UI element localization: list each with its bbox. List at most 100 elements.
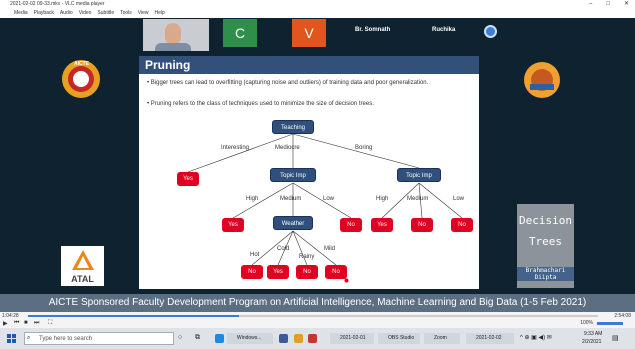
minimize-button[interactable]: –: [589, 1, 593, 7]
close-button[interactable]: ✕: [623, 1, 629, 7]
node-yes-3: Yes: [371, 218, 393, 232]
node-yes-1: Yes: [177, 172, 199, 186]
taskbar-app-1[interactable]: Windows...: [227, 333, 273, 344]
aicte-logo: [62, 60, 100, 98]
stop-icon[interactable]: ■: [24, 320, 28, 326]
edge-mild: Mild: [324, 246, 336, 252]
node-topic-imp-1: Topic Imp: [270, 168, 316, 182]
decision-trees-panel: Decision Trees Brahmachari Diipta: [517, 204, 574, 288]
edge-cold: Cold: [277, 246, 290, 252]
panel-line-1: Decision: [519, 214, 572, 227]
participant-c-tile: C: [223, 19, 257, 47]
notification-icon[interactable]: ▤: [612, 335, 619, 342]
ramakrishna-mission-logo: [524, 62, 560, 98]
edge-low-2: Low: [453, 196, 465, 202]
window-title: 2021-02-02 09-33.mkv - VLC media player: [10, 1, 105, 7]
taskbar-app-zoom[interactable]: Zoom: [424, 333, 460, 344]
prev-icon[interactable]: ⏮: [14, 320, 20, 326]
node-no-3: No: [451, 218, 473, 232]
system-tray-icons[interactable]: ^ ⊕ ▣ ◀) ✉: [520, 335, 552, 341]
seek-progress: [28, 315, 239, 317]
slide-title: Pruning: [139, 56, 479, 74]
node-weather: Weather: [273, 216, 313, 230]
edge-boring: Boring: [355, 145, 373, 151]
edge-low-1: Low: [323, 196, 335, 202]
menu-bar: Media Playback Audio Video Subtitle Tool…: [0, 8, 635, 18]
edge-rainy: Rainy: [299, 254, 315, 260]
menu-video[interactable]: Video: [78, 10, 92, 16]
word-icon[interactable]: [279, 334, 288, 343]
edge-mediocre: Mediocre: [275, 145, 300, 151]
play-icon[interactable]: ▶: [3, 321, 8, 327]
seek-bar[interactable]: [28, 315, 598, 317]
clock-date[interactable]: 2/2/2021: [582, 339, 602, 345]
edge-medium-2: Medium: [407, 196, 429, 202]
presentation-slide: Pruning • Bigger trees can lead to overf…: [139, 56, 479, 289]
node-no-2: No: [411, 218, 433, 232]
node-yes-4: Yes: [267, 265, 289, 279]
bullet-2: • Pruning refers to the class of techniq…: [147, 101, 374, 107]
tree-edges: [187, 133, 463, 266]
node-no-5: No: [296, 265, 318, 279]
atal-emblem-icon: [72, 250, 94, 270]
time-total: 2:54:08: [614, 313, 631, 319]
presenter-body: [155, 43, 191, 51]
volume-slider[interactable]: [597, 322, 623, 325]
participant-v-tile: V: [292, 19, 326, 47]
clock-time[interactable]: 9:33 AM: [584, 331, 603, 337]
node-no-6: No: [325, 265, 347, 279]
bullet-2-text: Pruning refers to the class of technique…: [150, 101, 374, 107]
node-topic-imp-2: Topic Imp: [397, 168, 441, 182]
edge-interesting: Interesting: [221, 145, 250, 151]
bullet-1: • Bigger trees can lead to overfitting (…: [147, 80, 429, 86]
search-icon: ⌕: [27, 335, 31, 341]
edge-high-1: High: [246, 196, 259, 202]
zoom-share-icon: [484, 25, 497, 38]
volume-level: 100%: [580, 320, 593, 326]
taskbar-search-input[interactable]: Type here to search: [24, 332, 174, 345]
taskbar-app-obs[interactable]: OBS Studio: [378, 333, 420, 344]
task-view-icon[interactable]: ⧉: [195, 334, 200, 341]
participant-name-ruchika: Ruchika: [432, 27, 456, 33]
aicte-logo-text: AICTE: [74, 61, 89, 67]
atal-logo-text: ATAL: [71, 274, 94, 284]
edge-high-2: High: [376, 196, 389, 202]
node-no-1: No: [340, 218, 362, 232]
next-icon[interactable]: ⏭: [34, 320, 40, 326]
time-elapsed: 1:04:28: [2, 313, 19, 319]
laser-pointer-icon: [344, 278, 349, 283]
window-controls: – □ ✕: [589, 0, 629, 8]
player-controls: 1:04:28 2:54:08 ▶ ⏮ ■ ⏭ ⛶ 100%: [0, 312, 635, 328]
panel-line-2: Trees: [528, 235, 563, 248]
program-banner: AICTE Sponsored Faculty Development Prog…: [0, 294, 635, 312]
taskbar-app-2[interactable]: 2021-02-01: [330, 333, 374, 344]
menu-subtitle[interactable]: Subtitle: [97, 10, 115, 16]
atal-logo: ATAL: [61, 246, 104, 286]
cortana-icon[interactable]: ○: [178, 334, 183, 341]
participant-name-somnath: Br. Somnath: [355, 27, 391, 33]
powerpoint-icon[interactable]: [308, 334, 317, 343]
node-no-4: No: [241, 265, 263, 279]
maximize-button[interactable]: □: [606, 1, 610, 7]
presenter-video: [143, 19, 209, 51]
edge-medium-1: Medium: [280, 196, 302, 202]
menu-view[interactable]: View: [137, 10, 149, 16]
node-yes-2: Yes: [222, 218, 244, 232]
node-teaching: Teaching: [272, 120, 314, 134]
menu-audio[interactable]: Audio: [59, 10, 73, 16]
taskbar-app-vlc[interactable]: 2021-02-02: [466, 333, 514, 344]
folder-icon[interactable]: [294, 334, 303, 343]
panel-line-3: Brahmachari Diipta: [517, 267, 574, 281]
edge-hot: Hot: [250, 252, 260, 258]
menu-tools[interactable]: Tools: [120, 10, 132, 16]
menu-media[interactable]: Media: [14, 10, 28, 16]
taskbar: Type here to search ⌕ ○ ⧉ Windows... 202…: [0, 328, 635, 349]
edge-icon[interactable]: [215, 334, 224, 343]
windows-start-icon[interactable]: [7, 334, 16, 343]
presenter-face: [165, 23, 181, 45]
menu-help[interactable]: Help: [154, 10, 165, 16]
title-bar: 2021-02-02 09-33.mkv - VLC media player …: [0, 0, 635, 8]
menu-playback[interactable]: Playback: [33, 10, 54, 16]
fullscreen-icon[interactable]: ⛶: [48, 320, 53, 326]
bullet-1-text: Bigger trees can lead to overfitting (ca…: [150, 80, 429, 86]
